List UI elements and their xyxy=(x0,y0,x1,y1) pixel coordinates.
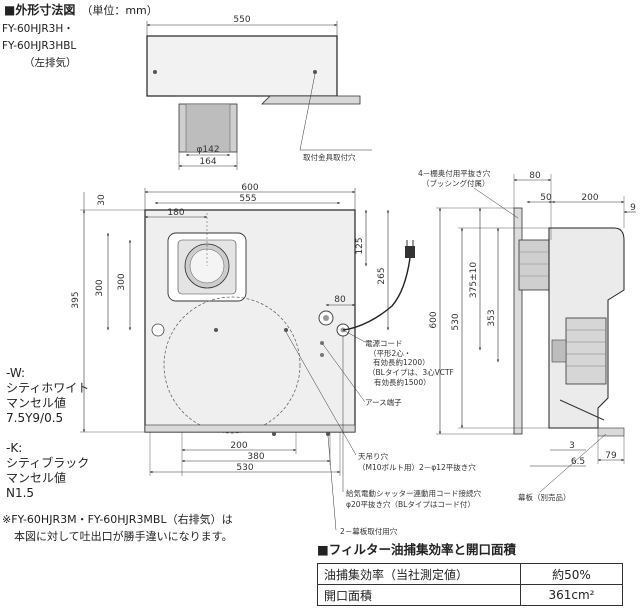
color-w-title: -W: xyxy=(6,366,26,380)
power-cord xyxy=(342,257,411,331)
dim-top-550: 550 xyxy=(233,15,250,25)
top-bracket-hole xyxy=(153,70,157,74)
front-hang-hole xyxy=(284,328,288,332)
dim-side-79: 79 xyxy=(605,451,617,461)
dim-side-9: 9 xyxy=(630,203,636,213)
dim-front-380: 380 xyxy=(247,452,264,462)
label-hang-holes-1: 天吊り穴 xyxy=(358,451,388,461)
dim-side-200: 200 xyxy=(581,193,598,203)
front-cord-hole-inner xyxy=(323,315,329,321)
dim-front-180: 180 xyxy=(167,208,184,218)
front-board-hole xyxy=(326,432,330,436)
color-k-line-3: N1.5 xyxy=(6,486,35,500)
dim-side-6-5: 6.5 xyxy=(571,457,585,467)
front-hang-hole xyxy=(214,328,218,332)
front-view: 600 555 180 395 30 300 300 125 265 xyxy=(71,183,481,536)
dim-top-164: 164 xyxy=(199,157,216,167)
label-shutter-2: φ20平抜き穴（BLタイプはコード付） xyxy=(346,499,475,509)
table-row: 油捕集効率（当社測定値） 約50% xyxy=(317,563,623,585)
label-panel: 幕板（別売品） xyxy=(518,492,571,502)
dim-front-600: 600 xyxy=(241,183,258,193)
dim-front-300b: 300 xyxy=(117,273,127,290)
dim-front-530: 530 xyxy=(236,463,253,473)
label-power-cord-2: （平形2心・ xyxy=(369,349,411,358)
side-back-plate xyxy=(513,207,523,435)
dim-front-300a: 300 xyxy=(95,279,105,296)
heading-title: ■外形寸法図 xyxy=(4,3,76,17)
top-bracket-hole xyxy=(313,70,317,74)
label-power-cord-4: （BLタイプは、3心VCTF xyxy=(368,368,454,377)
reverse-note-line-1: ※FY-60HJR3M・FY-60HJR3MBL（右排気）は xyxy=(2,513,233,526)
color-w-line-2: マンセル値 xyxy=(6,396,67,410)
side-motor xyxy=(565,317,607,385)
front-board-hole xyxy=(320,353,324,357)
model-line-2: FY-60HJR3HBL xyxy=(2,40,77,52)
side-duct xyxy=(518,239,552,291)
front-bottom-lip xyxy=(144,424,356,433)
dim-front-555: 555 xyxy=(239,194,256,204)
dim-front-200: 200 xyxy=(230,441,247,451)
side-view: 80 50 200 9 600 530 375±10 353 xyxy=(418,168,636,502)
heading: ■外形寸法図 （単位：mm） xyxy=(4,4,158,16)
color-k-title: -K: xyxy=(6,441,23,455)
top-view-duct-inner xyxy=(185,103,231,153)
dim-side-3: 3 xyxy=(569,441,575,451)
dim-side-80: 80 xyxy=(529,171,541,181)
dim-front-395: 395 xyxy=(71,291,81,308)
filter-table: 油捕集効率（当社測定値） 約50% 開口面積 361cm² xyxy=(317,563,623,606)
front-cabinet-hole xyxy=(151,323,165,337)
front-board-hole xyxy=(272,432,276,436)
dim-side-375: 375±10 xyxy=(469,262,479,298)
reverse-note-line-2: 本図に対して吐出口が勝手違いになります。 xyxy=(14,530,233,543)
dim-side-353: 353 xyxy=(487,309,497,326)
label-shutter-1: 給気電動シャッター連動用コード接続穴 xyxy=(346,488,481,498)
dim-top-phi142: φ142 xyxy=(196,145,219,155)
table-row: 開口面積 361cm² xyxy=(317,584,623,606)
label-earth: アース端子 xyxy=(365,397,402,407)
filter-row-1-value: 約50% xyxy=(520,563,623,585)
dim-front-80: 80 xyxy=(334,295,346,305)
dim-front-30: 30 xyxy=(97,194,107,206)
filter-row-2-value: 361cm² xyxy=(520,584,623,606)
top-view-lip xyxy=(175,95,361,105)
label-bracket-hole: 取付金具取付穴 xyxy=(303,152,356,162)
dim-side-530: 530 xyxy=(451,313,461,330)
label-power-cord-5: 有効長約1500） xyxy=(374,377,431,387)
label-cabinet-holes-1: 4－棚奥付用平抜き穴 xyxy=(418,168,491,178)
label-cabinet-holes-2: （ブッシング付属） xyxy=(422,178,490,188)
label-power-cord-1: 電源コード xyxy=(365,339,403,348)
technical-drawing: 550 φ142 164 取付金具取付穴 xyxy=(71,15,636,536)
dim-front-125: 125 xyxy=(355,237,365,254)
filter-row-2-label: 開口面積 xyxy=(317,584,521,606)
label-board-holes: 2－幕板取付用穴 xyxy=(340,526,398,536)
model-line-3: （左排気） xyxy=(24,57,77,69)
top-view-body xyxy=(146,35,338,97)
color-k-line-1: シティブラック xyxy=(6,456,90,470)
front-fan-outline xyxy=(163,296,301,434)
side-panel xyxy=(597,427,625,437)
side-shaft xyxy=(551,339,567,363)
top-view: 550 φ142 164 取付金具取付穴 xyxy=(146,15,372,170)
side-filter xyxy=(559,399,605,421)
filter-title: ■フィルター油捕集効率と開口面積 xyxy=(317,542,517,557)
dim-side-50: 50 xyxy=(540,193,552,203)
dim-front-265: 265 xyxy=(377,267,387,284)
filter-row-1-label: 油捕集効率（当社測定値） xyxy=(317,563,521,585)
model-line-1: FY-60HJR3H・ xyxy=(2,23,74,35)
dim-side-600: 600 xyxy=(429,311,439,328)
label-hang-holes-2: （M10ボルト用）2－φ12平抜き穴 xyxy=(358,462,476,472)
color-w-line-3: 7.5Y9/0.5 xyxy=(6,411,64,425)
label-power-cord-3: 有効長約1200） xyxy=(373,357,430,367)
power-plug xyxy=(405,246,415,258)
color-k-line-2: マンセル値 xyxy=(6,471,67,485)
color-w-line-1: シティホワイト xyxy=(6,381,90,395)
heading-unit: （単位：mm） xyxy=(81,4,158,17)
